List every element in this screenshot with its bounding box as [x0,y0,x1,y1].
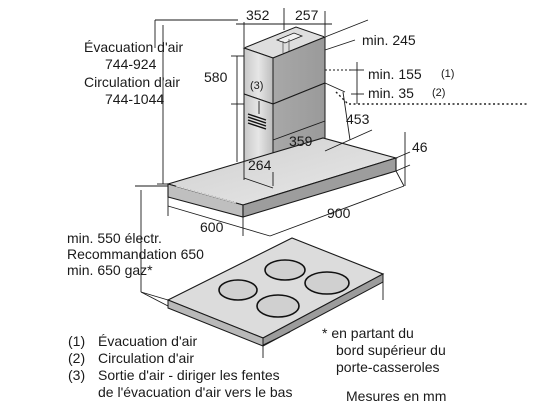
air-outlet-slots [247,113,267,130]
label-257: 257 [295,7,319,23]
dim-min-245 [324,19,369,51]
legend-1-text: Évacuation d'air [98,333,198,349]
label-352: 352 [246,7,270,23]
burner-front-left [218,279,258,301]
cooktop [166,237,385,347]
legend-3-text: Sortie d'air - diriger les fentes [98,367,280,383]
dim-46 [395,132,411,186]
exhaust-line1: Évacuation d'air [84,39,184,55]
exhaust-line3: Circulation d'air [84,74,180,90]
dim-580 [231,55,244,162]
burner-back-left [264,259,306,281]
label-264: 264 [248,157,272,173]
dim-257 [284,11,332,36]
label-900: 900 [327,205,351,221]
clearance-line1: min. 550 électr. [67,230,162,246]
footnote-line2: bord supérieur du [336,342,446,358]
clearance-line3: min. 650 gaz* [67,262,153,278]
burner-front-right [256,294,300,318]
label-46: 46 [412,139,428,155]
dim-359 [272,120,326,186]
dim-recirc [325,62,364,104]
label-min-155: min. 155 [368,66,422,82]
legend-2-num: (2) [68,350,85,366]
label-580: 580 [204,69,228,85]
ceiling-line [335,91,528,105]
hood-canopy [166,137,398,218]
exhaust-line4: 744-1044 [105,91,164,107]
label-min-155-ref: (1) [441,68,454,80]
label-600: 600 [200,219,224,235]
label-453: 453 [346,111,370,127]
legend-2-text: Circulation d'air [98,350,194,366]
legend-3-text-cont: de l'évacuation d'air vers le bas [98,384,292,400]
units-label: Mesures en mm [346,388,446,404]
dim-600 [167,197,271,237]
burner-back-right [304,271,350,295]
label-min-35-ref: (2) [432,87,445,99]
dim-264 [243,162,274,189]
label-min-35: min. 35 [368,85,414,101]
dim-453 [324,82,373,152]
legend-1-num: (1) [68,333,85,349]
dim-900 [269,170,405,237]
footnote-line1: * en partant du [322,325,414,341]
clearance-line2: Recommandation 650 [67,246,204,262]
dim-352 [236,8,291,47]
exhaust-line2: 744-924 [105,56,157,72]
label-359: 359 [289,133,313,149]
dim-total-height [157,25,170,185]
label-min-245: min. 245 [362,32,416,48]
dim-clearance [135,185,169,307]
label-callout3: (3) [250,80,263,92]
legend-3-num: (3) [68,367,85,383]
footnote-line3: porte-casseroles [336,359,440,375]
chimney-upper [242,26,327,105]
